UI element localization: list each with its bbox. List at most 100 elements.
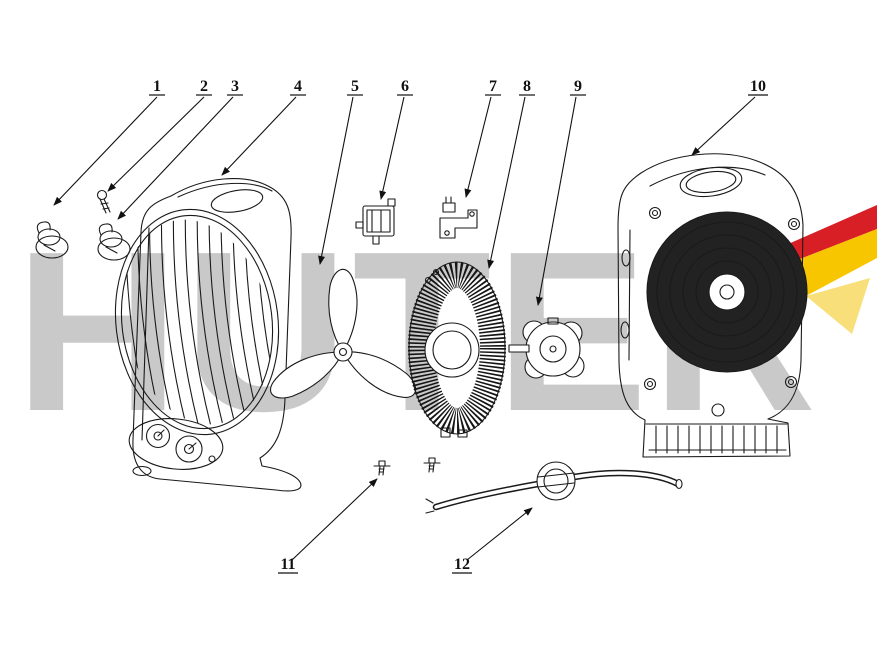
part-thermostat-bracket	[439, 196, 478, 239]
callout-3: 3	[117, 78, 243, 220]
callout-9-number: 9	[574, 78, 582, 95]
heater-tab-1	[440, 427, 451, 438]
callout-3-leader	[117, 96, 234, 220]
callout-5: 5	[318, 78, 363, 265]
rear-top-seam	[649, 166, 766, 187]
rear-boss-center	[711, 403, 725, 417]
callout-3-number: 3	[231, 78, 239, 95]
rear-grille-ring-2	[656, 221, 798, 363]
callout-12-number: 12	[454, 556, 470, 573]
fan-hub	[333, 342, 353, 362]
front-grille-ring-outer	[114, 208, 280, 436]
callout-7-number: 7	[489, 78, 497, 95]
callouts: 1 2 3 4 5 6 7	[53, 78, 768, 574]
logo-yellow-wedge	[806, 278, 870, 334]
rear-handle-outline	[679, 166, 743, 198]
callout-11: 11	[278, 478, 378, 574]
cord-left-inner	[434, 482, 540, 509]
callout-5-leader	[318, 96, 354, 265]
part-screws	[373, 457, 441, 476]
callout-6-leader	[379, 96, 405, 200]
front-housing-top-seam	[177, 182, 273, 198]
heater-outline	[408, 261, 506, 435]
callout-10: 10	[691, 78, 768, 156]
callout-4-leader	[221, 96, 297, 176]
callout-7-leader	[464, 96, 492, 198]
rear-base-edges	[645, 423, 788, 451]
panel-knob-ring-2	[175, 435, 203, 463]
callout-1: 1	[53, 78, 165, 206]
callout-2-leader	[107, 96, 205, 192]
rear-side-seam	[628, 229, 631, 361]
rear-boss-2-hole	[790, 220, 798, 228]
part-switch	[355, 198, 396, 245]
callout-10-number: 10	[750, 78, 766, 95]
rear-grille-hub	[708, 273, 746, 311]
callout-10-leader	[691, 96, 756, 156]
part-screw-small	[96, 189, 111, 214]
callout-4: 4	[221, 78, 306, 176]
rear-side-boss-1	[621, 249, 631, 267]
rear-grille-ring-5	[695, 260, 759, 324]
motor-shaft-center	[549, 345, 557, 353]
rear-boss-4	[784, 375, 798, 389]
motor-tab	[547, 317, 559, 325]
rear-handle-cutout	[685, 170, 737, 194]
front-grille-ring-inner	[120, 214, 274, 430]
cord-end-cap	[675, 478, 683, 490]
rear-boss-2	[787, 217, 801, 231]
callout-6-number: 6	[401, 78, 409, 95]
callout-2: 2	[107, 78, 212, 192]
callout-8-number: 8	[523, 78, 531, 95]
rear-grille-hub-inner	[719, 284, 735, 300]
part-power-cord	[425, 461, 683, 514]
rear-boss-1	[648, 206, 662, 220]
part-fan-blade	[269, 268, 417, 399]
callout-12-leader	[466, 507, 533, 561]
cord-stripped-wires	[425, 498, 435, 514]
part-front-housing	[113, 178, 302, 492]
rear-grille-ring-3	[669, 234, 785, 350]
front-housing-side-seam	[141, 227, 150, 441]
rear-grille-ring-4	[682, 247, 772, 337]
panel-knob-ring-1	[145, 423, 171, 449]
callout-11-leader	[291, 478, 378, 561]
rear-boss-3-hole	[646, 380, 654, 388]
panel-screw	[208, 455, 216, 463]
panel-knob-pointer-2	[188, 442, 197, 450]
heater-coil-ring	[408, 262, 506, 434]
rear-base-ribs	[655, 425, 778, 454]
callout-11-number: 11	[280, 556, 295, 573]
rear-grille-ring-1	[646, 211, 808, 373]
callout-9-leader	[535, 96, 577, 306]
panel-knob-pointer-1	[157, 429, 165, 437]
callout-8-leader	[487, 96, 526, 269]
panel-knob-hub-2	[183, 443, 195, 455]
motor-body	[525, 321, 581, 377]
heater-mount-hole-2	[432, 268, 440, 276]
callout-5-number: 5	[351, 78, 359, 95]
callout-7: 7	[464, 78, 501, 198]
front-housing-foot	[132, 465, 152, 477]
fan-hub-bore	[338, 347, 348, 357]
front-handle-cutout	[210, 189, 264, 213]
rear-side-boss-2	[620, 321, 630, 339]
control-panel-plate	[128, 418, 224, 470]
logo-red-band	[770, 205, 877, 266]
heater-tab-2	[457, 429, 468, 438]
callout-1-leader	[53, 96, 158, 206]
callout-4-number: 4	[294, 78, 302, 95]
rear-housing-outline	[617, 153, 804, 458]
callout-9: 9	[535, 78, 586, 306]
heater-hub-inner	[432, 330, 472, 370]
rear-boss-1-hole	[651, 209, 659, 217]
cord-grommet-slot	[537, 472, 575, 488]
motor-face	[539, 335, 567, 363]
callout-8: 8	[487, 78, 535, 269]
motor-shaft	[508, 344, 530, 353]
callout-2-number: 2	[200, 78, 208, 95]
cord-right-inner	[572, 471, 680, 486]
panel-knob-hub-1	[153, 431, 163, 441]
